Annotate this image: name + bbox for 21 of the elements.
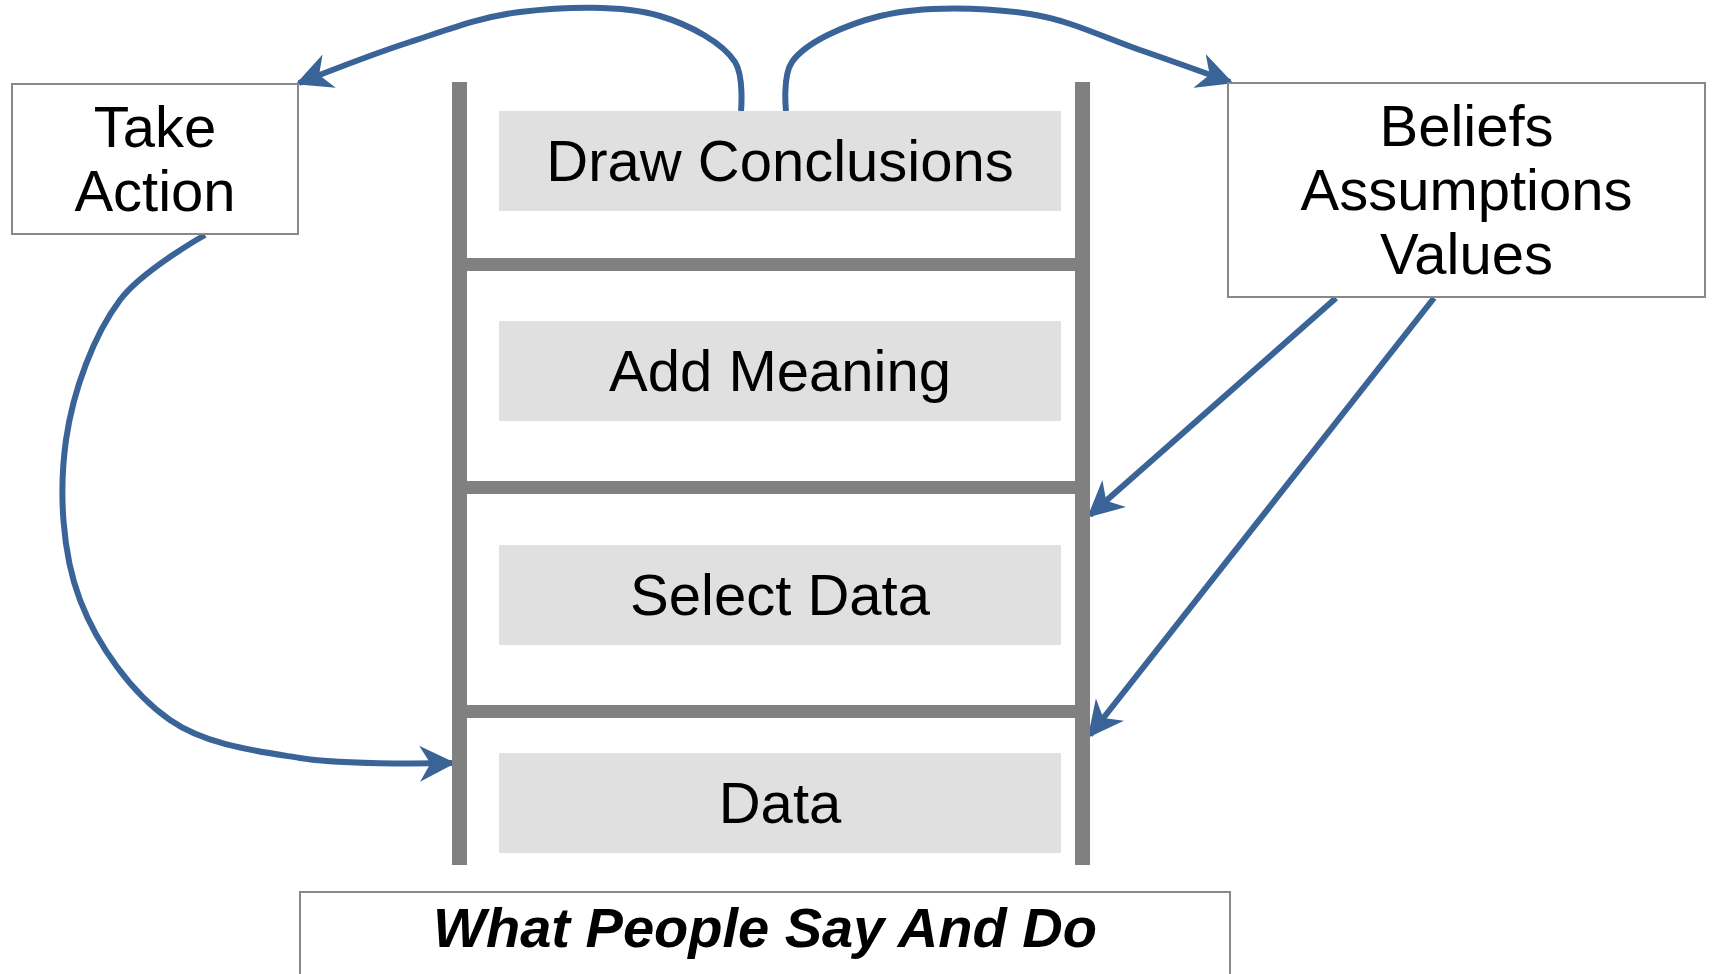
node-label: Select Data bbox=[630, 563, 930, 627]
node-label: Take Action bbox=[73, 95, 237, 223]
node-label: Assumptions bbox=[1300, 158, 1633, 222]
ladder bbox=[452, 82, 1090, 865]
node-label: Add Meaning bbox=[609, 339, 951, 403]
arrow bbox=[1087, 296, 1437, 738]
node-label: What People Say And Do bbox=[433, 897, 1097, 959]
base-box bbox=[299, 891, 1231, 974]
step-box bbox=[499, 753, 1061, 853]
node-label: Draw Conclusions bbox=[546, 129, 1014, 193]
arrow bbox=[782, 5, 1234, 112]
beliefs-box bbox=[1227, 82, 1706, 298]
step-box bbox=[499, 111, 1061, 211]
step-box bbox=[499, 545, 1061, 645]
step-box bbox=[499, 321, 1061, 421]
node-label: Beliefs bbox=[1379, 94, 1554, 159]
arrow bbox=[295, 4, 745, 112]
arrow bbox=[1087, 295, 1338, 518]
node-label: Values bbox=[1379, 221, 1553, 286]
action-box bbox=[11, 83, 299, 235]
node-label: Data bbox=[718, 771, 842, 835]
